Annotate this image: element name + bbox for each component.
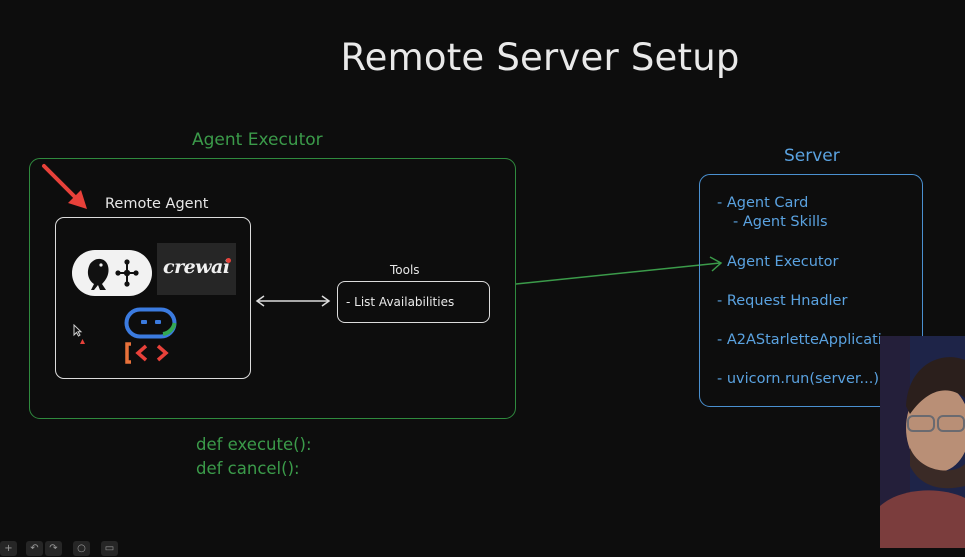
bidirectional-arrow-icon [255,295,331,307]
remote-agent-label: Remote Agent [105,196,209,212]
crewai-dot-icon [226,258,231,263]
plus-icon[interactable]: + [0,541,17,556]
tools-list-item: - List Availabilities [346,295,455,309]
def-execute-text: def execute(): [196,435,312,454]
connector-arrow-icon [515,256,723,285]
server-item-a2a-starlette: - A2AStarletteApplicati [717,332,882,348]
tools-label: Tools [390,263,420,277]
comment-icon[interactable]: ○ [73,541,90,556]
server-item-agent-card: - Agent Card [717,195,809,211]
presenter-webcam [880,336,965,548]
agent-executor-box [29,158,516,419]
server-item-agent-skills: - Agent Skills [733,214,828,230]
undo-icon[interactable]: ↶ [26,541,43,556]
remote-agent-box [55,217,251,379]
google-adk-logo-icon [124,307,177,364]
mouse-cursor-icon [73,324,85,344]
slide-title: Remote Server Setup [340,36,740,79]
parrot-langgraph-logo-icon [72,250,152,296]
agent-executor-label: Agent Executor [192,130,323,150]
crewai-logo-icon: crewai [157,243,236,295]
server-box [699,174,923,407]
bottom-toolbar: + ↶ ↷ ○ ▭ [0,540,125,557]
server-label: Server [784,146,840,166]
red-pointer-arrow-icon [42,164,87,209]
tools-box [337,281,490,323]
redo-icon[interactable]: ↷ [45,541,62,556]
presenter-silhouette-icon [880,336,965,548]
server-item-request-handler: - Request Hnadler [717,293,848,309]
crewai-logo-text: crewai [163,256,230,278]
def-cancel-text: def cancel(): [196,459,300,478]
server-item-uvicorn-run: - uvicorn.run(server...) [717,371,880,387]
chat-icon[interactable]: ▭ [101,541,118,556]
server-item-agent-executor: Agent Executor [727,254,839,270]
